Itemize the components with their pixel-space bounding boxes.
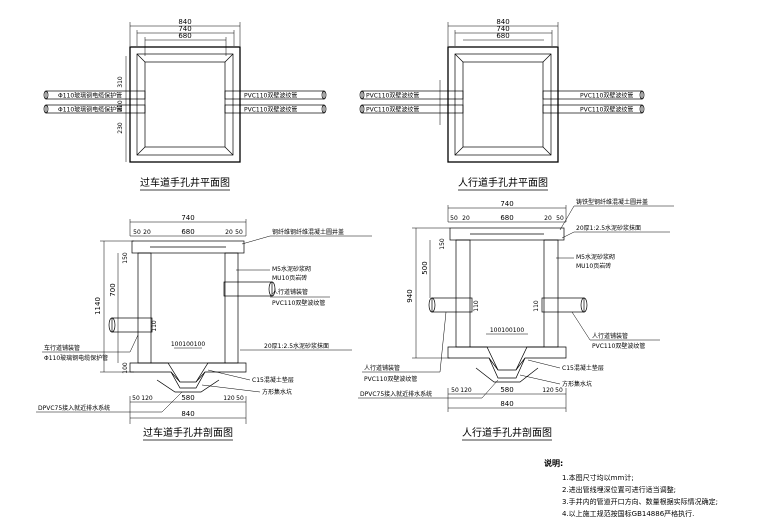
sec-car-pvc: PVC110双壁波纹管 <box>272 299 325 307</box>
sec-walk-mu10: MU10页岩砖 <box>576 262 611 270</box>
sec-car-fiber-pipe: Φ110玻璃钢电缆保护管 <box>44 354 108 362</box>
sec-walk-cover: 铸铁型钢纤维混凝土圆井盖 <box>576 198 648 206</box>
plan-walk-drawing: 840 740 680 PVC110双壁波纹管 PVC110双壁波纹管 PVC1… <box>359 18 645 191</box>
sec-walk-dim-20b: 20 <box>544 215 552 222</box>
sec-walk-dim-110a: 110 <box>473 300 480 312</box>
plan-car-dim-v3: 230 <box>117 122 124 134</box>
plan-car-dim-v1: 310 <box>117 76 124 88</box>
sec-walk-bot-120b: 120 <box>542 387 554 394</box>
sec-car-dim-110: 110 <box>151 320 158 332</box>
sec-walk-pvc2: PVC110双壁波纹管 <box>364 375 417 383</box>
plan-car-dim-740: 740 <box>178 25 191 33</box>
section-car-drawing: 740 50 20 680 20 50 100100100 1140 700 1… <box>36 214 372 441</box>
sec-walk-dim-50b: 50 <box>556 215 564 222</box>
sec-walk-bot-120a: 120 <box>460 387 472 394</box>
plan-car-pipe2: Φ110玻璃钢电缆保护管 <box>58 106 122 114</box>
sec-walk-dim-500: 500 <box>421 261 429 274</box>
plan-car-pipe3: PVC110双壁波纹管 <box>244 92 297 100</box>
plan-walk-pipe1: PVC110双壁波纹管 <box>366 92 419 100</box>
sec-walk-dim-100s: 100100100 <box>490 327 525 334</box>
sec-car-bot-840: 840 <box>181 410 194 418</box>
sec-car-cover: 钢纤维钢纤维混凝土圆井盖 <box>272 228 344 236</box>
sec-walk-dim-110b: 110 <box>533 300 540 312</box>
notes-block: 说明: 1.本图尺寸均以mm计; 2.进出管线埋深位置可进行适当调整; 3.手井… <box>544 458 718 518</box>
plan-walk-dim-840: 840 <box>496 18 509 26</box>
plan-car-dim-840: 840 <box>178 18 191 26</box>
plan-car-title: 过车道手孔井平面图 <box>140 176 230 189</box>
notes-heading: 说明: <box>544 458 563 468</box>
sec-car-dim-100: 100 <box>122 362 129 374</box>
sec-car-dim-700: 700 <box>109 283 117 296</box>
plan-car-dim-680: 680 <box>178 32 191 40</box>
sec-walk-bot-50b: 50 <box>555 387 563 394</box>
sec-walk-dim-150: 150 <box>439 238 446 250</box>
sec-car-pit: 方形集水坑 <box>262 388 292 396</box>
note-1: 1.本图尺寸均以mm计; <box>562 473 634 482</box>
plan-car-dim-v2: 220 <box>117 100 124 112</box>
plan-walk-dim-680: 680 <box>496 32 509 40</box>
plan-walk-pipe4: PVC110双壁波纹管 <box>580 106 633 114</box>
section-walk-drawing: 740 50 20 680 20 50 100100100 940 500 15… <box>358 198 674 441</box>
sec-walk-m5: M5水泥砂浆砌 <box>576 253 615 261</box>
sec-car-bot-120b: 120 <box>223 395 235 402</box>
sec-car-bot-120a: 120 <box>141 395 153 402</box>
plan-walk-dim-740: 740 <box>496 25 509 33</box>
note-4: 4.以上施工规范按国标GB14886严格执行. <box>562 509 694 518</box>
sec-walk-bot-840: 840 <box>500 400 513 408</box>
sec-car-dim-50b: 50 <box>235 229 243 236</box>
sec-car-dim-50a: 50 <box>133 229 141 236</box>
sec-car-bot-50: 50 <box>132 395 140 402</box>
sec-walk-dim-940: 940 <box>406 289 414 302</box>
sec-walk-dim-740: 740 <box>500 200 513 208</box>
sec-walk-dim-680: 680 <box>500 214 513 222</box>
sec-walk-c15: C15混凝土垫层 <box>562 364 604 372</box>
plan-walk-title: 人行道手孔井平面图 <box>458 176 548 189</box>
sec-car-dim-150: 150 <box>122 252 129 264</box>
sec-car-bot-580: 580 <box>181 394 194 402</box>
sec-walk-walk-pipe2: 人行道铺装管 <box>364 364 400 372</box>
sec-car-drain: DPVC75接入就近排水系统 <box>38 404 110 412</box>
sec-car-dim-740: 740 <box>181 214 194 222</box>
sec-car-bot-50b: 50 <box>236 395 244 402</box>
sec-walk-bot-580: 580 <box>500 386 513 394</box>
sec-walk-pit: 方形集水坑 <box>562 380 592 388</box>
sec-walk-pvc: PVC110双壁波纹管 <box>592 342 645 350</box>
plan-car-pipe4: PVC110双壁波纹管 <box>244 106 297 114</box>
note-2: 2.进出管线埋深位置可进行适当调整; <box>562 485 676 494</box>
sec-car-walk-pipe: 人行道铺装管 <box>272 288 308 296</box>
sec-walk-walk-pipe: 人行道铺装管 <box>592 332 628 340</box>
sec-walk-dim-50a: 50 <box>450 215 458 222</box>
plan-car-drawing: 840 740 680 310 220 230 Φ110玻璃钢电缆保护管 Φ11… <box>43 18 327 191</box>
sec-car-dim-680: 680 <box>181 228 194 236</box>
note-3: 3.手井内的管道开口方向、数量根据实际情况确定; <box>562 497 718 506</box>
sec-car-car-pipe: 车行道铺装管 <box>44 344 80 352</box>
sec-car-title: 过车道手孔井剖面图 <box>143 426 233 439</box>
sec-walk-bot-50: 50 <box>451 387 459 394</box>
sec-car-dim-20b: 20 <box>225 229 233 236</box>
sec-car-dim-100s: 100100100 <box>171 341 206 348</box>
sec-car-dim-1140: 1140 <box>94 297 102 315</box>
plan-car-pipe1: Φ110玻璃钢电缆保护管 <box>58 92 122 100</box>
sec-car-m5: M5水泥砂浆砌 <box>272 265 311 273</box>
sec-walk-mortar-top: 20厚1:2.5水泥砂浆抹面 <box>576 224 641 232</box>
plan-walk-pipe2: PVC110双壁波纹管 <box>366 106 419 114</box>
sec-car-c15: C15混凝土垫层 <box>252 376 294 384</box>
sec-car-mortar: 20厚1:2.5水泥砂浆抹面 <box>264 342 329 350</box>
sec-walk-dim-20a: 20 <box>462 215 470 222</box>
sec-car-mu10: MU10页岩砖 <box>272 274 307 282</box>
plan-walk-pipe3: PVC110双壁波纹管 <box>580 92 633 100</box>
sec-car-dim-20a: 20 <box>143 229 151 236</box>
sec-walk-drain: DPVC75接入就近排水系统 <box>360 390 432 398</box>
sec-walk-title: 人行道手孔井剖面图 <box>462 426 552 439</box>
